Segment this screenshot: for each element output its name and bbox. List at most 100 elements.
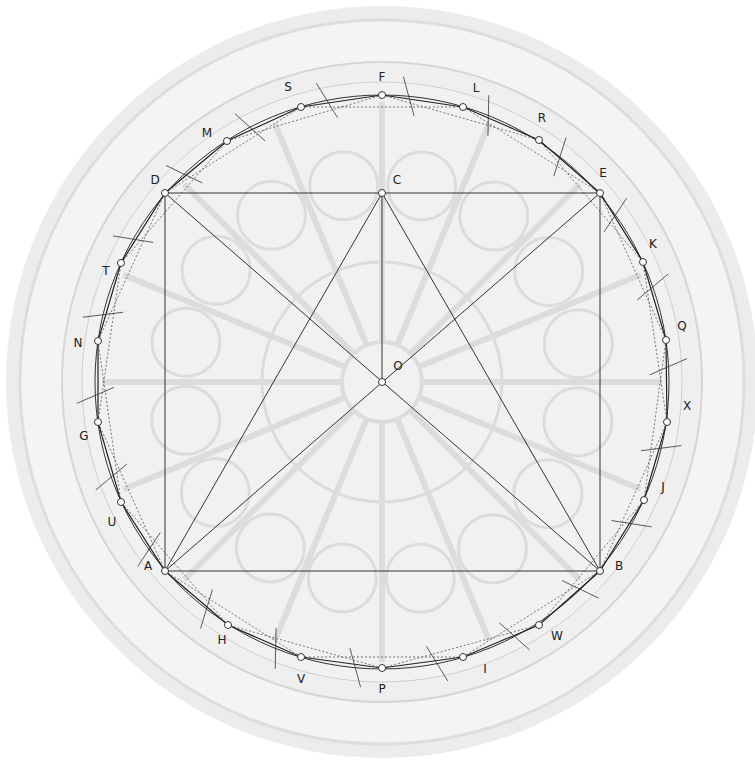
tick-mark	[611, 521, 651, 527]
tracery-spoke	[410, 410, 580, 580]
point-marker	[162, 190, 169, 197]
point-marker	[460, 654, 467, 661]
dotted-chord	[382, 95, 539, 140]
tracery-spoke	[184, 184, 354, 354]
point-label: K	[649, 238, 657, 250]
tick-mark	[316, 83, 337, 118]
point-marker	[379, 379, 386, 386]
tracery-petal	[310, 152, 378, 220]
point-marker	[536, 137, 543, 144]
dotted-chord	[644, 340, 666, 500]
point-label: H	[217, 634, 226, 646]
tick-mark	[562, 581, 599, 599]
point-label: X	[683, 400, 691, 412]
tracery-petal	[515, 237, 583, 305]
point-label: F	[379, 71, 386, 83]
dotted-chord	[98, 193, 165, 341]
tracery-petal	[236, 514, 304, 582]
tick-mark	[554, 138, 566, 177]
tick-mark	[499, 623, 529, 650]
dotted-chord	[301, 107, 463, 108]
dotted-chord	[463, 107, 600, 193]
tracery-spoke	[397, 123, 489, 345]
point-label: V	[297, 673, 305, 685]
point-label: D	[150, 174, 159, 186]
tick-mark	[235, 114, 265, 141]
tracery-petal	[182, 236, 250, 304]
point-label: T	[102, 265, 109, 277]
tracery-spoke	[102, 379, 342, 385]
point-marker	[118, 499, 125, 506]
dotted-chord	[165, 571, 301, 657]
dotted-chord	[227, 95, 382, 141]
point-label: A	[144, 560, 152, 572]
construction-circle	[95, 95, 669, 669]
dotted-chord	[121, 502, 228, 625]
dotted-chord	[121, 141, 227, 263]
tick-mark	[201, 590, 213, 629]
dotted-chord	[600, 422, 667, 571]
tick-mark	[166, 165, 203, 183]
point-marker	[298, 654, 305, 661]
point-label: B	[615, 560, 623, 572]
frame-moulding	[20, 20, 744, 744]
tracery-petal	[308, 544, 376, 612]
construction-line	[382, 193, 383, 382]
dotted-chord	[301, 657, 463, 658]
tracery-petal	[544, 310, 612, 378]
point-label: M	[202, 127, 212, 139]
point-marker	[597, 568, 604, 575]
point-marker	[95, 338, 102, 345]
tracery-petal	[459, 515, 527, 583]
tracery-spoke	[422, 379, 662, 385]
point-label: E	[599, 167, 607, 179]
tracery-petal	[237, 181, 305, 249]
point-marker	[298, 104, 305, 111]
tick-mark	[637, 274, 668, 300]
tick-mark	[487, 95, 489, 136]
point-marker	[597, 190, 604, 197]
point-label: R	[538, 112, 546, 124]
dotted-chord	[539, 500, 644, 625]
tracery-spoke	[275, 123, 367, 345]
tracery-spoke	[397, 419, 489, 641]
tracery-spoke	[275, 419, 367, 641]
point-marker	[640, 259, 647, 266]
construction-line	[165, 193, 382, 571]
point-label: P	[378, 683, 385, 695]
point-label: S	[284, 81, 292, 93]
tick-mark	[77, 387, 114, 403]
point-marker	[95, 419, 102, 426]
tracery-petal	[152, 308, 220, 376]
tracery-petal	[181, 459, 249, 527]
point-label: C	[393, 174, 401, 186]
tick-mark	[350, 648, 361, 687]
point-label: J	[661, 481, 665, 493]
point-label: Q	[677, 320, 686, 332]
tick-mark	[641, 446, 681, 451]
tick-mark	[113, 236, 153, 243]
point-marker	[460, 104, 467, 111]
dotted-chord	[98, 422, 165, 571]
tracery-petal	[544, 388, 612, 456]
point-marker	[379, 190, 386, 197]
tracery-petal	[386, 544, 454, 612]
window-rim	[62, 62, 702, 702]
tracery-spoke	[410, 184, 580, 354]
tick-mark	[96, 464, 127, 490]
construction-line	[165, 193, 600, 571]
point-marker	[536, 622, 543, 629]
tick-mark	[83, 312, 123, 317]
dotted-chord	[463, 571, 600, 657]
construction-lines	[77, 77, 687, 688]
point-label: L	[473, 82, 480, 94]
dotted-chord	[165, 107, 301, 193]
polygon	[98, 95, 667, 668]
point-label: U	[108, 516, 117, 528]
point-label: W	[551, 630, 563, 642]
point-marker	[663, 337, 670, 344]
point-marker	[162, 568, 169, 575]
point-marker	[225, 622, 232, 629]
